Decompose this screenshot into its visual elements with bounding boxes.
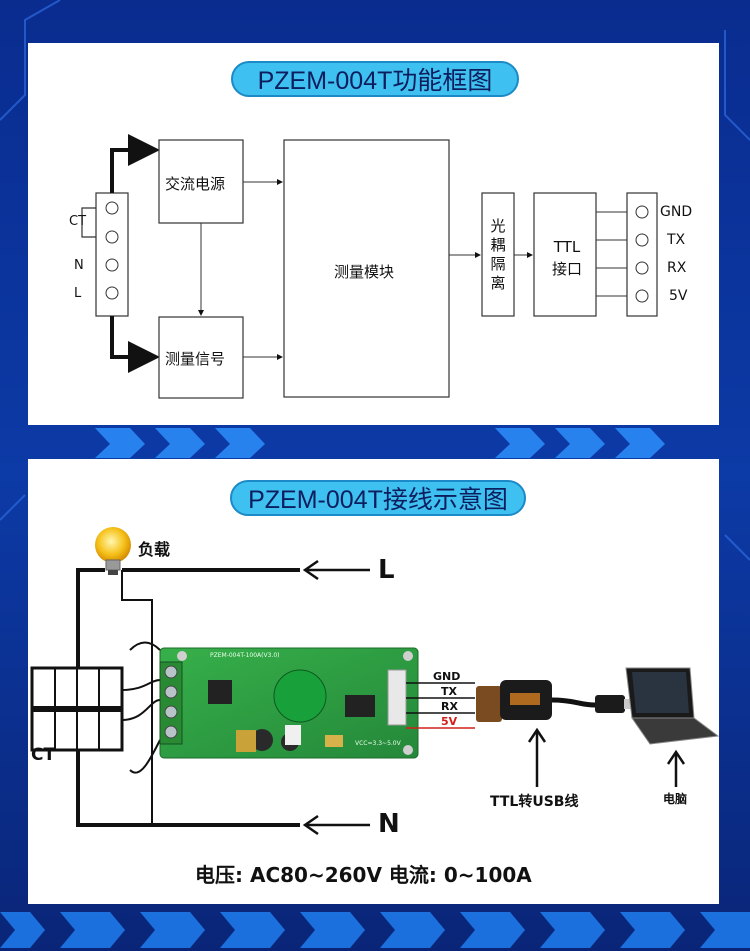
optocoupler-label: 光耦隔离 bbox=[490, 217, 506, 292]
ct-transformer bbox=[30, 666, 124, 752]
terminal-screw bbox=[105, 230, 119, 244]
terminal-screw bbox=[105, 258, 119, 272]
optocoupler-block bbox=[481, 192, 515, 317]
laptop-icon bbox=[625, 667, 720, 745]
ac-power-block bbox=[158, 139, 244, 224]
measure-signal-block bbox=[158, 316, 244, 399]
ttl-pin-hole bbox=[635, 261, 649, 275]
wiring-diagram-title: PZEM-004T接线示意图 bbox=[230, 480, 526, 516]
ct-label: CT bbox=[31, 745, 56, 765]
ttl-port-label: TTL接口 bbox=[551, 238, 582, 278]
load-label: 负载 bbox=[138, 540, 171, 559]
board-pins-silkscreen: VCC=3.3~5.0V bbox=[355, 740, 401, 747]
ttl-pin-label-rx: RX bbox=[667, 260, 687, 276]
ttl-pin-label-5v: 5V bbox=[669, 288, 688, 304]
ttl-pin-label-gnd: GND bbox=[660, 204, 693, 220]
terminal-label-l: L bbox=[74, 286, 82, 301]
light-bulb-icon bbox=[95, 527, 131, 575]
wire-label-5v: 5V bbox=[441, 715, 458, 728]
terminal-screw bbox=[105, 286, 119, 300]
ttl-pin-label-tx: TX bbox=[667, 232, 686, 248]
terminal-screw bbox=[105, 201, 119, 215]
wire-label-gnd: GND bbox=[433, 670, 461, 683]
ttl-usb-adapter bbox=[476, 680, 636, 722]
line-l-label: L bbox=[378, 555, 395, 585]
computer-label: 电脑 bbox=[663, 792, 688, 806]
ttl-port-block bbox=[533, 192, 597, 317]
wire-label-tx: TX bbox=[441, 685, 457, 698]
neutral-n-label: N bbox=[378, 809, 400, 839]
terminal-label-ct: CT bbox=[69, 214, 87, 229]
pzem-004t-board bbox=[159, 647, 419, 759]
measure-module-label: 测量模块 bbox=[334, 263, 395, 281]
usb-adapter-label: TTL转USB线 bbox=[490, 794, 579, 810]
spec-text: 电压: AC80~260V 电流: 0~100A bbox=[195, 863, 532, 887]
ttl-pin-hole bbox=[635, 289, 649, 303]
measure-module-block bbox=[283, 139, 450, 398]
block-diagram-title: PZEM-004T功能框图 bbox=[231, 61, 519, 97]
wire-label-rx: RX bbox=[441, 700, 458, 713]
measure-signal-label: 测量信号 bbox=[165, 350, 226, 368]
terminal-label-n: N bbox=[74, 258, 84, 273]
board-silkscreen: PZEM-004T-100A(V3.0) bbox=[210, 652, 280, 659]
ttl-pin-hole bbox=[635, 233, 649, 247]
ac-power-label: 交流电源 bbox=[165, 175, 226, 193]
ttl-pin-hole bbox=[635, 205, 649, 219]
